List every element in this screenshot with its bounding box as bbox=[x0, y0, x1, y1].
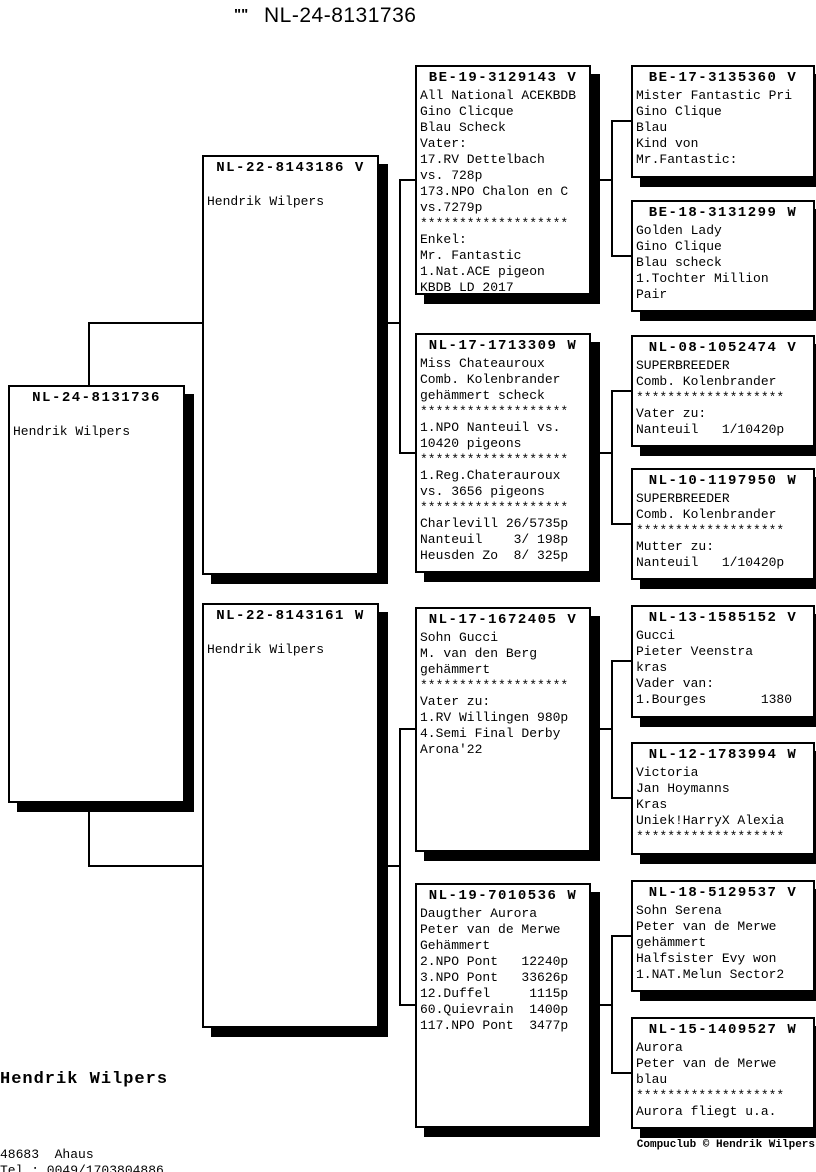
ggp-4-ring-number: NL-10-1197950 W bbox=[648, 473, 798, 489]
connector-line bbox=[399, 179, 415, 181]
footer-credit: Compuclub © Hendrik Wilpers bbox=[636, 1139, 815, 1151]
subject-details: Hendrik Wilpers bbox=[13, 424, 131, 439]
connector-line bbox=[611, 120, 613, 257]
pedigree-box-ggp-2: BE-18-3131299 W Golden Lady Gino Clique … bbox=[631, 200, 815, 312]
ggp-5-details: Gucci Pieter Veenstra kras Vader van: 1.… bbox=[636, 628, 793, 707]
pedigree-box-dam: NL-22-8143161 W Hendrik Wilpers bbox=[202, 603, 379, 1028]
connector-line bbox=[611, 390, 613, 525]
ggp-5-ring-number: NL-13-1585152 V bbox=[648, 610, 798, 626]
dam-sire-ring-number: NL-17-1672405 V bbox=[428, 612, 578, 628]
ggp-2-details: Golden Lady Gino Clique Blau scheck 1.To… bbox=[636, 223, 769, 302]
connector-line bbox=[88, 322, 90, 386]
pedigree-box-dam-sire: NL-17-1672405 V Sohn Gucci M. van den Be… bbox=[415, 607, 591, 852]
pedigree-box-ggp-4: NL-10-1197950 W SUPERBREEDER Comb. Kolen… bbox=[631, 468, 815, 580]
connector-line bbox=[611, 935, 631, 937]
connector-line bbox=[399, 728, 415, 730]
dam-ring-number: NL-22-8143161 W bbox=[216, 608, 365, 624]
pedigree-box-ggp-3: NL-08-1052474 V SUPERBREEDER Comb. Kolen… bbox=[631, 335, 815, 447]
pedigree-box-ggp-6: NL-12-1783994 W Victoria Jan Hoymanns Kr… bbox=[631, 742, 815, 855]
connector-line bbox=[611, 660, 631, 662]
pedigree-box-ggp-7: NL-18-5129537 V Sohn Serena Peter van de… bbox=[631, 880, 815, 992]
page-title-ring-number: NL-24-8131736 bbox=[264, 4, 417, 27]
sire-dam-ring-number: NL-17-1713309 W bbox=[428, 338, 578, 354]
connector-line bbox=[88, 865, 202, 867]
connector-line bbox=[591, 452, 613, 454]
connector-line bbox=[591, 728, 613, 730]
owner-block: Hendrik Wilpers 48683 Ahaus Tel.: 0049/1… bbox=[0, 1034, 168, 1172]
ggp-6-details: Victoria Jan Hoymanns Kras Uniek!HarryX … bbox=[636, 765, 785, 844]
owner-contact: 48683 Ahaus Tel.: 0049/1703804886 hwilpe… bbox=[0, 1147, 164, 1172]
ggp-8-details: Aurora Peter van de Merwe blau *********… bbox=[636, 1040, 785, 1119]
connector-line bbox=[611, 255, 631, 257]
ggp-3-details: SUPERBREEDER Comb. Kolenbrander ********… bbox=[636, 358, 785, 437]
connector-line bbox=[399, 728, 401, 1006]
connector-line bbox=[611, 797, 631, 799]
ggp-8-ring-number: NL-15-1409527 W bbox=[648, 1022, 798, 1038]
connector-line bbox=[611, 523, 631, 525]
connector-line bbox=[591, 179, 613, 181]
pedigree-box-ggp-1: BE-17-3135360 V Mister Fantastic Pri Gin… bbox=[631, 65, 815, 178]
ggp-2-ring-number: BE-18-3131299 W bbox=[648, 205, 798, 221]
connector-line bbox=[379, 865, 401, 867]
pedigree-box-sire-dam: NL-17-1713309 W Miss Chateauroux Comb. K… bbox=[415, 333, 591, 573]
dam-dam-ring-number: NL-19-7010536 W bbox=[428, 888, 578, 904]
title-quotes: "" bbox=[234, 6, 249, 23]
connector-line bbox=[399, 179, 401, 454]
pedigree-box-ggp-8: NL-15-1409527 W Aurora Peter van de Merw… bbox=[631, 1017, 815, 1129]
connector-line bbox=[399, 452, 415, 454]
subject-ring-number: NL-24-8131736 bbox=[32, 390, 161, 406]
ggp-7-details: Sohn Serena Peter van de Merwe gehämmert… bbox=[636, 903, 785, 982]
connector-line bbox=[611, 660, 613, 799]
connector-line bbox=[88, 322, 202, 324]
ggp-1-details: Mister Fantastic Pri Gino Clique Blau Ki… bbox=[636, 88, 793, 167]
connector-line bbox=[611, 1072, 631, 1074]
sire-sire-details: All National ACEKBDB Gino Clicque Blau S… bbox=[420, 88, 577, 295]
dam-details: Hendrik Wilpers bbox=[207, 642, 325, 657]
pedigree-box-dam-dam: NL-19-7010536 W Daugther Aurora Peter va… bbox=[415, 883, 591, 1128]
pedigree-box-ggp-5: NL-13-1585152 V Gucci Pieter Veenstra kr… bbox=[631, 605, 815, 718]
ggp-4-details: SUPERBREEDER Comb. Kolenbrander ********… bbox=[636, 491, 785, 570]
sire-ring-number: NL-22-8143186 V bbox=[216, 160, 365, 176]
owner-name: Hendrik Wilpers bbox=[0, 1070, 169, 1089]
connector-line bbox=[611, 935, 613, 1074]
sire-sire-ring-number: BE-19-3129143 V bbox=[428, 70, 578, 86]
connector-line bbox=[611, 390, 631, 392]
ggp-7-ring-number: NL-18-5129537 V bbox=[648, 885, 798, 901]
sire-dam-details: Miss Chateauroux Comb. Kolenbrander gehä… bbox=[420, 356, 569, 563]
connector-line bbox=[379, 322, 401, 324]
ggp-6-ring-number: NL-12-1783994 W bbox=[648, 747, 798, 763]
pedigree-box-subject: NL-24-8131736 Hendrik Wilpers bbox=[8, 385, 185, 803]
pedigree-box-sire-sire: BE-19-3129143 V All National ACEKBDB Gin… bbox=[415, 65, 591, 295]
connector-line bbox=[611, 120, 631, 122]
ggp-1-ring-number: BE-17-3135360 V bbox=[648, 70, 798, 86]
dam-sire-details: Sohn Gucci M. van den Berg gehämmert ***… bbox=[420, 630, 569, 757]
connector-line bbox=[88, 802, 90, 867]
sire-details: Hendrik Wilpers bbox=[207, 194, 325, 209]
connector-line bbox=[591, 1004, 613, 1006]
connector-line bbox=[399, 1004, 415, 1006]
ggp-3-ring-number: NL-08-1052474 V bbox=[648, 340, 798, 356]
dam-dam-details: Daugther Aurora Peter van de Merwe Gehäm… bbox=[420, 906, 569, 1033]
pedigree-box-sire: NL-22-8143186 V Hendrik Wilpers bbox=[202, 155, 379, 575]
